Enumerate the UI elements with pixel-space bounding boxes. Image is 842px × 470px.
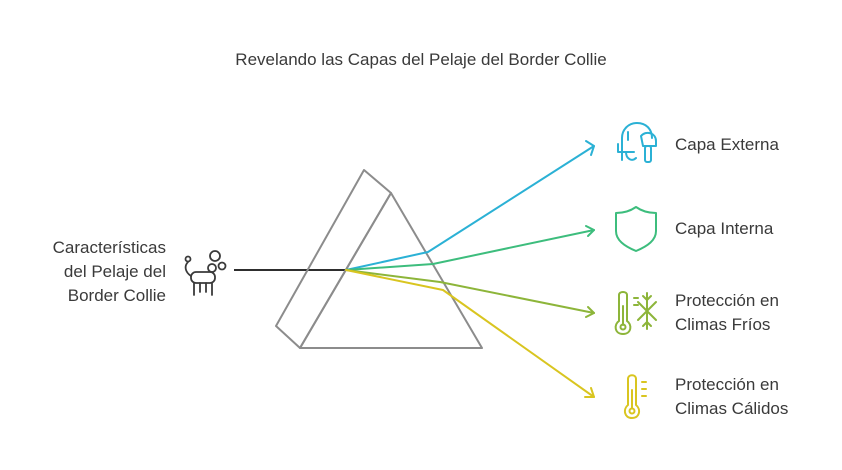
hood-head-icon [617,122,657,163]
beam-capa-interna-arrowhead [585,225,595,237]
beam-capa-externa [345,145,595,271]
output-label-capa-interna: Capa Interna [675,217,773,241]
input-label-line-3: Border Collie [67,286,166,305]
beam-climas-calidos-arrowhead [584,387,595,398]
diagram-title: Revelando las Capas del Pelaje del Borde… [235,50,607,69]
beam-capa-externa-arrowhead [585,140,595,156]
output-label-capa-externa-line-1: Capa Externa [675,135,779,154]
beam-climas-frios [345,269,595,314]
output-beams [345,140,595,398]
beam-climas-calidos [345,269,595,398]
output-label-climas-calidos-line-1: Protección en [675,375,779,394]
output-label-climas-calidos-line-2: Climas Cálidos [675,399,789,418]
input-label: Características del Pelaje del Border Co… [20,236,166,308]
thermometer-icon [623,374,647,419]
output-label-climas-frios-line-2: Climas Fríos [675,315,771,334]
output-label-capa-interna-line-1: Capa Interna [675,219,774,238]
input-label-line-1: Características [52,238,166,257]
output-label-climas-frios-line-1: Protección en [675,291,779,310]
poodle-dog-icon [184,250,227,296]
beam-climas-frios-arrowhead [585,306,595,318]
shield-icon [615,206,657,252]
prism-side-face [275,169,392,349]
thermometer-snowflake-icon [614,291,657,335]
beam-capa-interna [345,229,595,271]
output-label-climas-frios: Protección en Climas Fríos [675,289,779,337]
input-label-line-2: del Pelaje del [63,262,166,281]
output-label-capa-externa: Capa Externa [675,133,779,157]
prism [275,169,483,349]
output-label-climas-calidos: Protección en Climas Cálidos [675,373,788,421]
